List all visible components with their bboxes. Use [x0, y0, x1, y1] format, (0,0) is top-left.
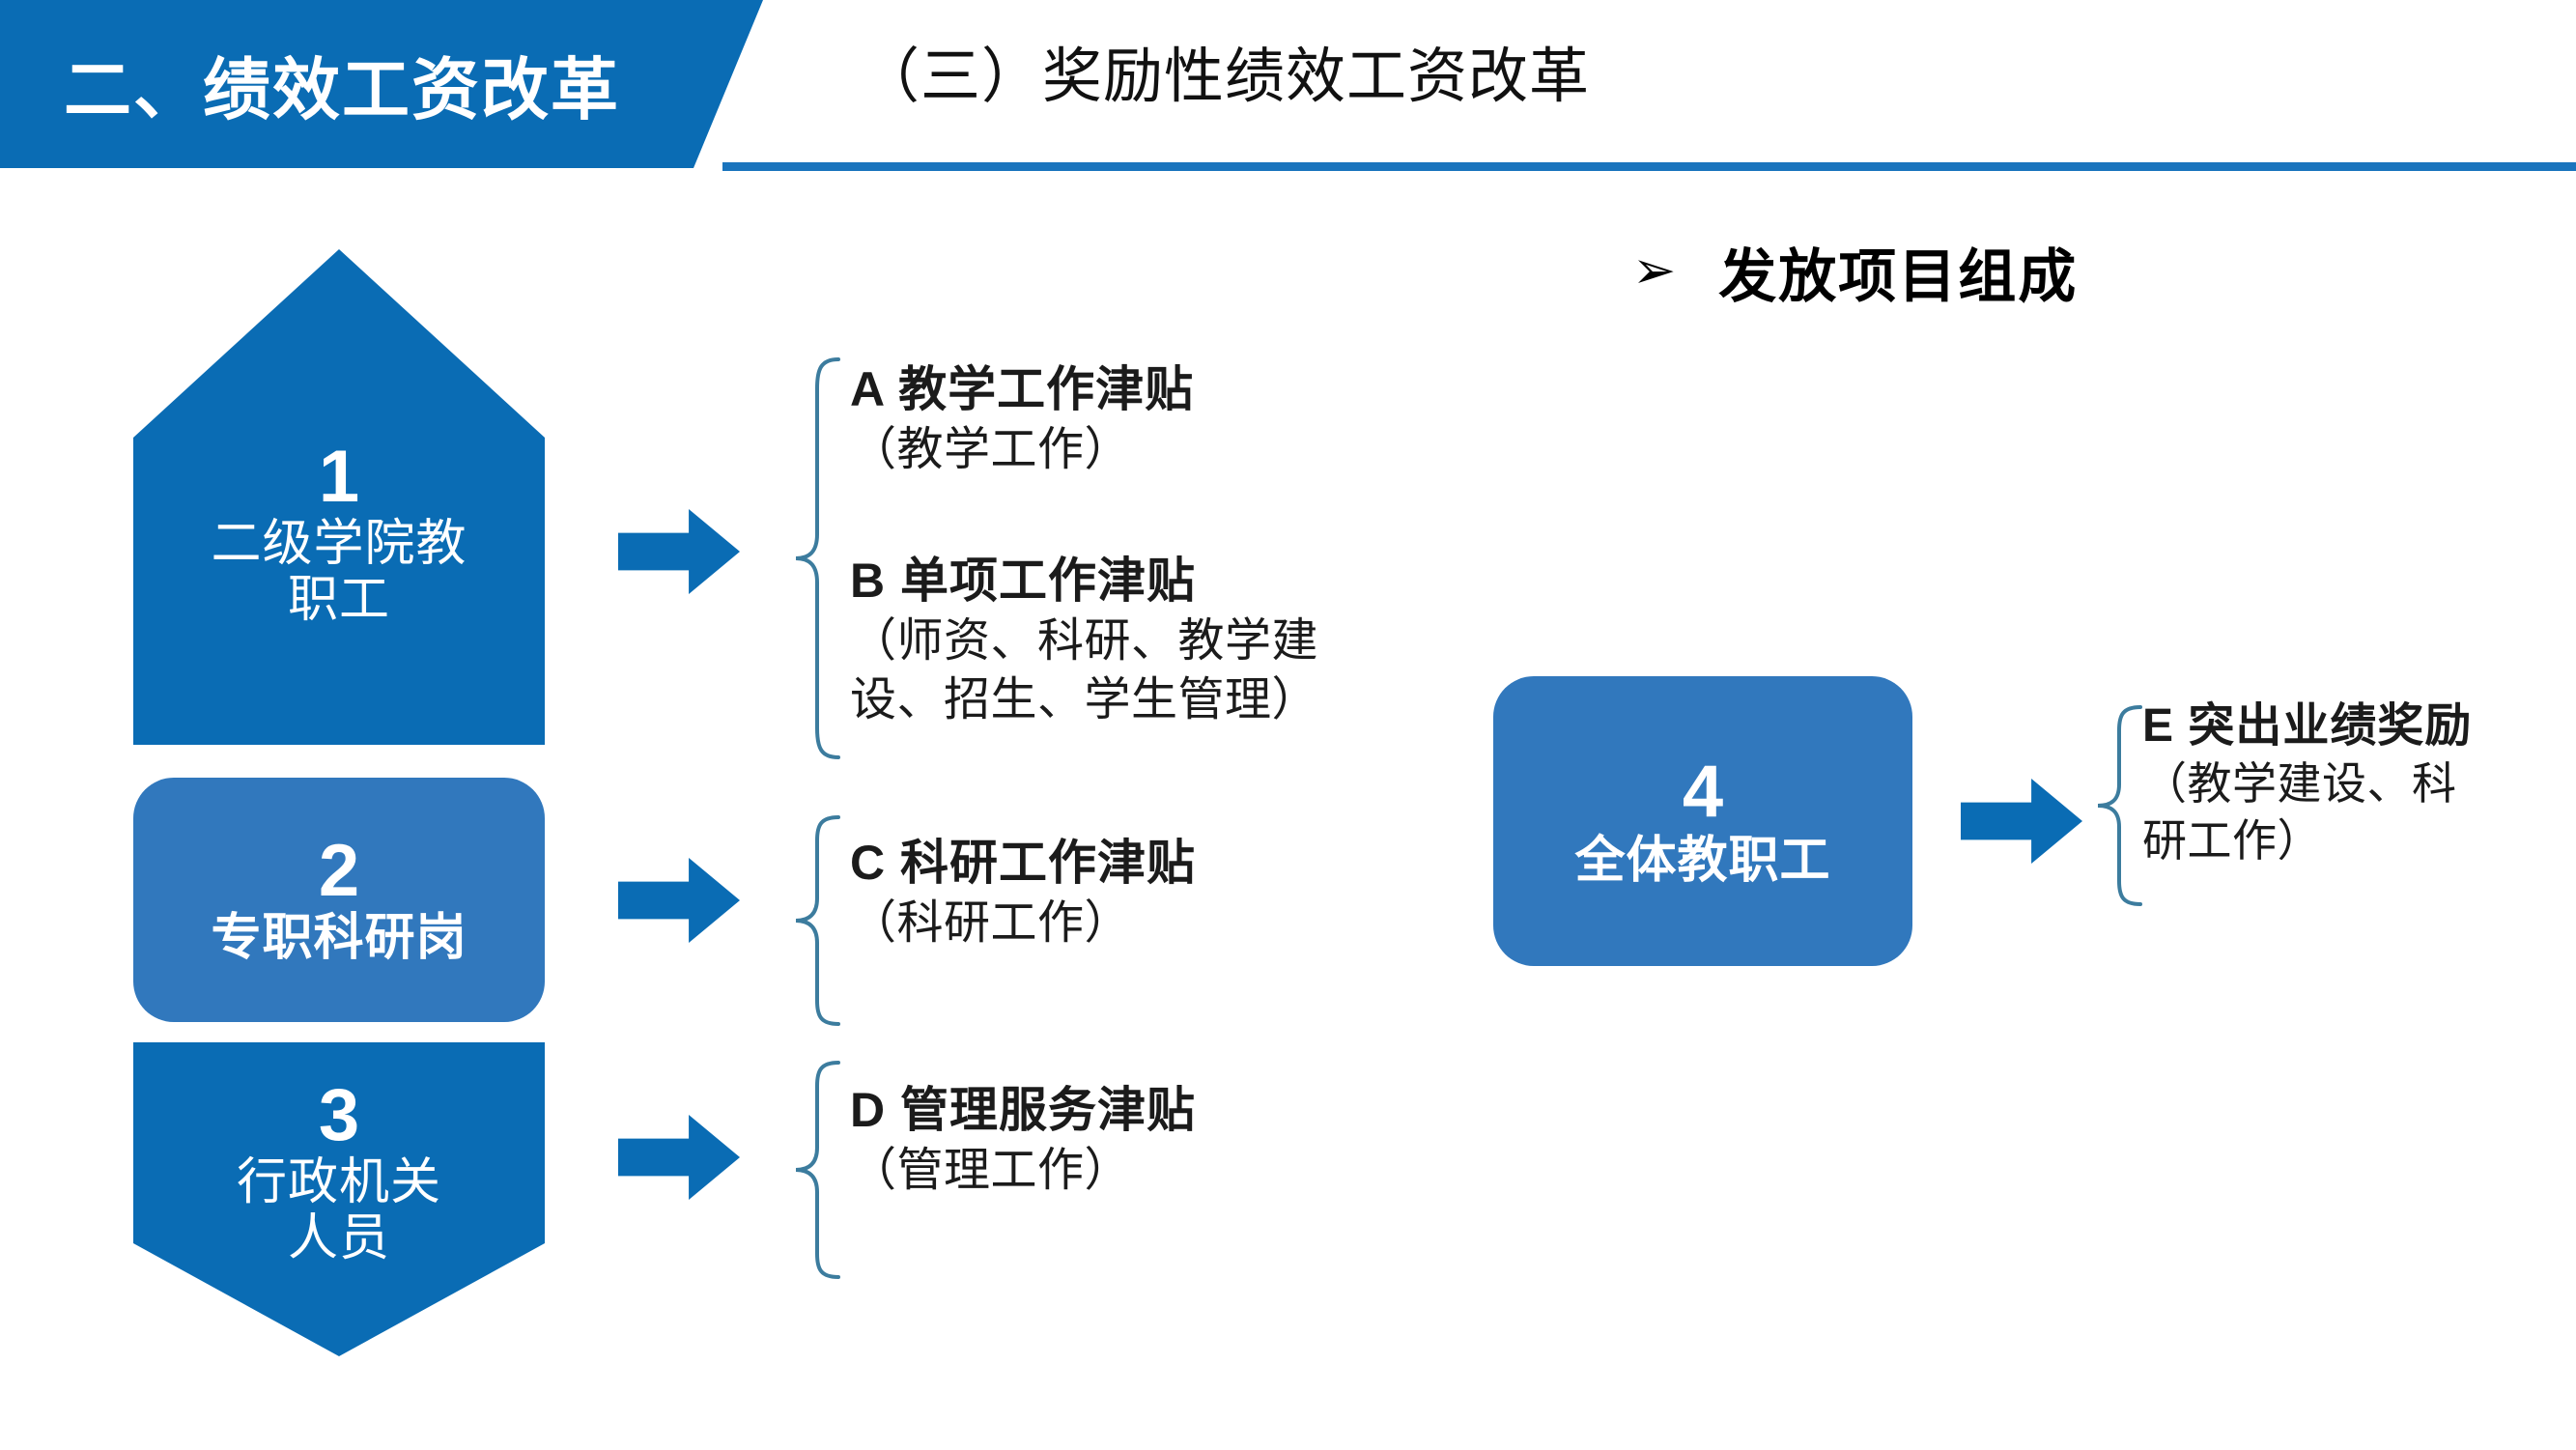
item-e-title: E 突出业绩奖励: [2142, 700, 2473, 752]
item-c: C 科研工作津贴 （科研工作）: [850, 833, 1196, 952]
item-b-sub: （师资、科研、教学建 设、招生、学生管理）: [850, 611, 1318, 730]
group-caption-1-line-1: 二级学院教: [211, 516, 467, 573]
group-number-2: 2: [318, 830, 360, 913]
section-heading: ➢ 发放项目组成: [1632, 230, 2078, 314]
arrow-bullet-icon: ➢: [1632, 241, 1677, 299]
section-heading-label: 发放项目组成: [1718, 244, 2079, 309]
group-shape-2[interactable]: 2 专职科研岗: [133, 778, 545, 1022]
item-d: D 管理服务津贴 （管理工作）: [850, 1080, 1196, 1200]
curly-brace-icon: [2094, 703, 2144, 908]
item-e-sub-line-2: 研工作）: [2142, 814, 2322, 866]
item-b-title: B 单项工作津贴: [850, 554, 1196, 608]
item-e: E 突出业绩奖励 （教学建设、科 研工作）: [2142, 697, 2472, 869]
right-arrow-icon: [618, 509, 740, 594]
group-shape-1[interactable]: 1 二级学院教 职工: [133, 249, 545, 745]
group-number-4: 4: [1682, 751, 1724, 834]
curly-brace-icon: [792, 813, 842, 1028]
header-kicker: 二、绩效工资改革: [64, 51, 620, 128]
item-e-sub: （教学建设、科 研工作）: [2142, 755, 2472, 869]
item-d-title: D 管理服务津贴: [850, 1083, 1196, 1137]
group-caption-3-line-1: 行政机关: [236, 1154, 441, 1211]
curly-brace-icon: [792, 1059, 842, 1281]
item-d-sub: （管理工作）: [850, 1141, 1196, 1200]
item-c-title: C 科研工作津贴: [850, 836, 1196, 890]
group-shape-3[interactable]: 3 行政机关 人员: [133, 1042, 545, 1356]
item-b-sub-line-2: 设、招生、学生管理）: [850, 673, 1319, 725]
item-b: B 单项工作津贴 （师资、科研、教学建 设、招生、学生管理）: [850, 551, 1318, 729]
curly-brace-icon: [792, 355, 842, 761]
right-arrow-icon: [618, 1115, 740, 1200]
item-c-sub: （科研工作）: [850, 894, 1196, 952]
group-caption-2-line-1: 专职科研岗: [211, 910, 467, 967]
item-e-sub-line-1: （教学建设、科: [2142, 758, 2457, 809]
group-caption-3-line-2: 人员: [287, 1210, 390, 1267]
item-a-sub-line-1: （教学工作）: [850, 423, 1132, 475]
page-title: （三）奖励性绩效工资改革: [860, 43, 1591, 110]
group-caption-4-line-1: 全体教职工: [1574, 832, 1831, 889]
item-b-sub-line-1: （师资、科研、教学建: [850, 614, 1319, 667]
item-a: A 教学工作津贴 （教学工作）: [850, 359, 1194, 479]
right-arrow-icon: [618, 858, 740, 943]
header-accent-band: [0, 0, 763, 168]
group-caption-1-line-2: 职工: [287, 572, 390, 629]
right-arrow-icon: [1961, 779, 2082, 864]
group-shape-4[interactable]: 4 全体教职工: [1493, 676, 1912, 966]
item-c-sub-line-1: （科研工作）: [850, 896, 1132, 949]
group-number-3: 3: [318, 1074, 360, 1157]
item-a-title: A 教学工作津贴: [850, 362, 1195, 416]
header-underline: [722, 162, 2576, 171]
item-a-sub: （教学工作）: [850, 420, 1194, 479]
item-d-sub-line-1: （管理工作）: [850, 1144, 1132, 1196]
group-number-1: 1: [318, 436, 360, 519]
